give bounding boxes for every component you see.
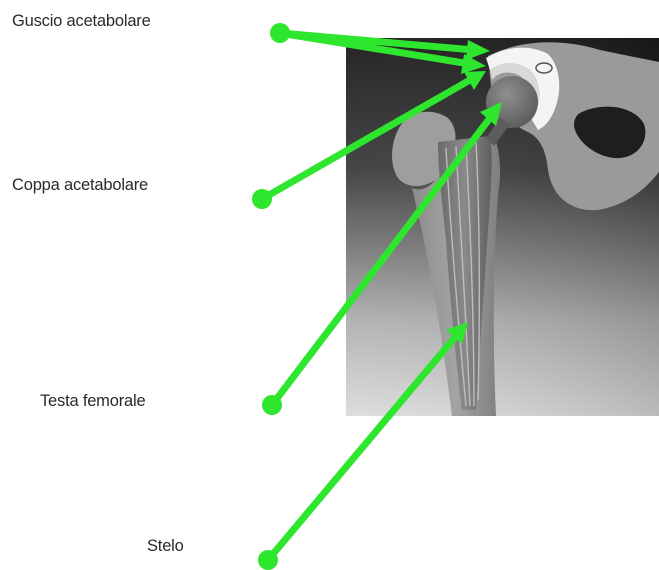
green-dot-icon xyxy=(270,23,290,43)
pointer-dots xyxy=(252,23,290,570)
label-guscio-acetabolare: Guscio acetabolare xyxy=(12,12,151,31)
label-testa-femorale: Testa femorale xyxy=(40,392,145,411)
label-stelo: Stelo xyxy=(147,537,184,556)
ct-image xyxy=(346,38,659,416)
green-dot-icon xyxy=(252,189,272,209)
green-dot-icon xyxy=(258,550,278,570)
green-dot-icon xyxy=(262,395,282,415)
label-coppa-acetabolare: Coppa acetabolare xyxy=(12,176,148,195)
